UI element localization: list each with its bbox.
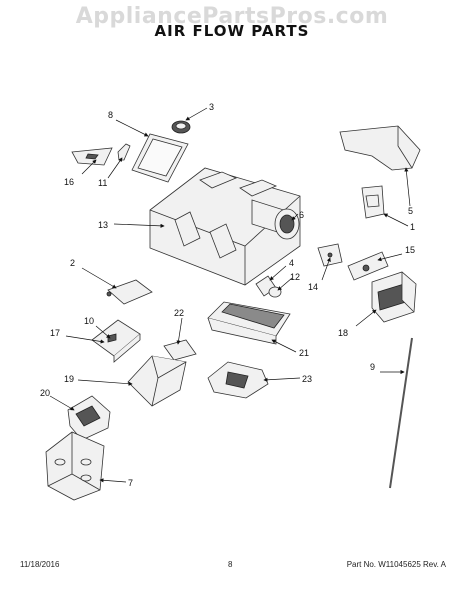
- part-3-round-fitting[interactable]: [171, 120, 191, 134]
- callout-7: 7: [128, 478, 133, 488]
- part-16-bracket[interactable]: [71, 147, 113, 166]
- callout-15: 15: [405, 245, 415, 255]
- callout-2: 2: [70, 258, 75, 268]
- callout-18: 18: [338, 328, 348, 338]
- callout-6: 6: [299, 210, 304, 220]
- part-12-light-bulb[interactable]: [268, 286, 282, 298]
- callout-5: 5: [408, 206, 413, 216]
- footer-part-number: Part No. W11045625 Rev. A: [346, 560, 446, 569]
- part-21-grease-filter[interactable]: [207, 301, 291, 345]
- callout-16: 16: [64, 177, 74, 187]
- part-8-filter-frame[interactable]: [131, 133, 189, 183]
- callout-20: 20: [40, 388, 50, 398]
- footer-date: 11/18/2016: [20, 560, 60, 569]
- part-14-sensor-plate[interactable]: [317, 243, 343, 267]
- callout-23: 23: [302, 374, 312, 384]
- part-22-filter-pad[interactable]: [163, 339, 197, 361]
- part-15-switch-plate[interactable]: [347, 251, 389, 281]
- part-2-cover-plate[interactable]: [106, 279, 153, 305]
- callout-4: 4: [289, 258, 294, 268]
- callout-3: 3: [209, 102, 214, 112]
- page-title: AIR FLOW PARTS: [154, 22, 310, 40]
- part-5-vent-duct[interactable]: [339, 125, 421, 171]
- part-20-vent-insert[interactable]: [67, 395, 111, 441]
- callout-10: 10: [84, 316, 94, 326]
- callout-11: 11: [98, 178, 107, 188]
- callout-9: 9: [370, 362, 375, 372]
- callout-1: 1: [410, 222, 415, 232]
- callout-19: 19: [64, 374, 74, 384]
- leader-lines: [49, 107, 411, 483]
- footer-page-number: 8: [228, 560, 233, 569]
- part-1-bracket[interactable]: [361, 185, 385, 219]
- callout-labels: 3 8 16 11 5 1 6 13 4 12 14 15 2 18 22 10…: [40, 102, 415, 488]
- callout-8: 8: [108, 110, 113, 120]
- part-19-damper-housing[interactable]: [127, 355, 187, 407]
- part-18-motor-assembly[interactable]: [371, 271, 417, 323]
- callout-12: 12: [290, 272, 300, 282]
- callout-14: 14: [308, 282, 318, 292]
- callout-22: 22: [174, 308, 184, 318]
- part-7-mounting-bracket[interactable]: [45, 431, 105, 501]
- part-9-rod[interactable]: [389, 337, 413, 489]
- callout-21: 21: [299, 348, 309, 358]
- callout-17: 17: [50, 328, 60, 338]
- watermark: AppliancePartsPros.com: [75, 4, 389, 29]
- part-6-blower-fan[interactable]: [274, 208, 300, 240]
- callout-13: 13: [98, 220, 108, 230]
- part-13-base-housing[interactable]: [149, 167, 301, 286]
- part-11-clip[interactable]: [117, 143, 131, 161]
- part-23-damper[interactable]: [207, 361, 269, 399]
